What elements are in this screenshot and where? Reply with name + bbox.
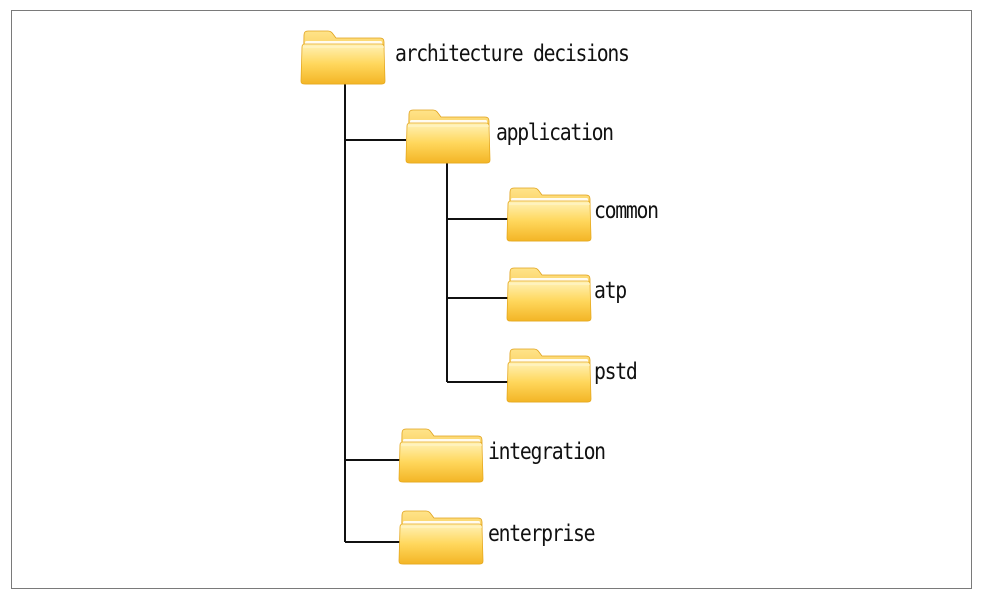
folder-icon	[398, 427, 484, 483]
folder-icon	[300, 29, 386, 85]
folder-label: application	[496, 120, 614, 146]
folder-icon	[506, 347, 592, 403]
folder-label: architecture decisions	[395, 41, 630, 67]
folder-label: pstd	[594, 359, 638, 385]
folder-icon	[398, 509, 484, 565]
diagram-frame	[11, 10, 972, 589]
folder-icon	[506, 266, 592, 322]
folder-label: common	[594, 198, 659, 224]
folder-label: integration	[488, 439, 606, 465]
folder-icon	[405, 108, 491, 164]
folder-label: atp	[594, 278, 627, 304]
folder-label: enterprise	[488, 521, 595, 547]
folder-icon	[506, 186, 592, 242]
